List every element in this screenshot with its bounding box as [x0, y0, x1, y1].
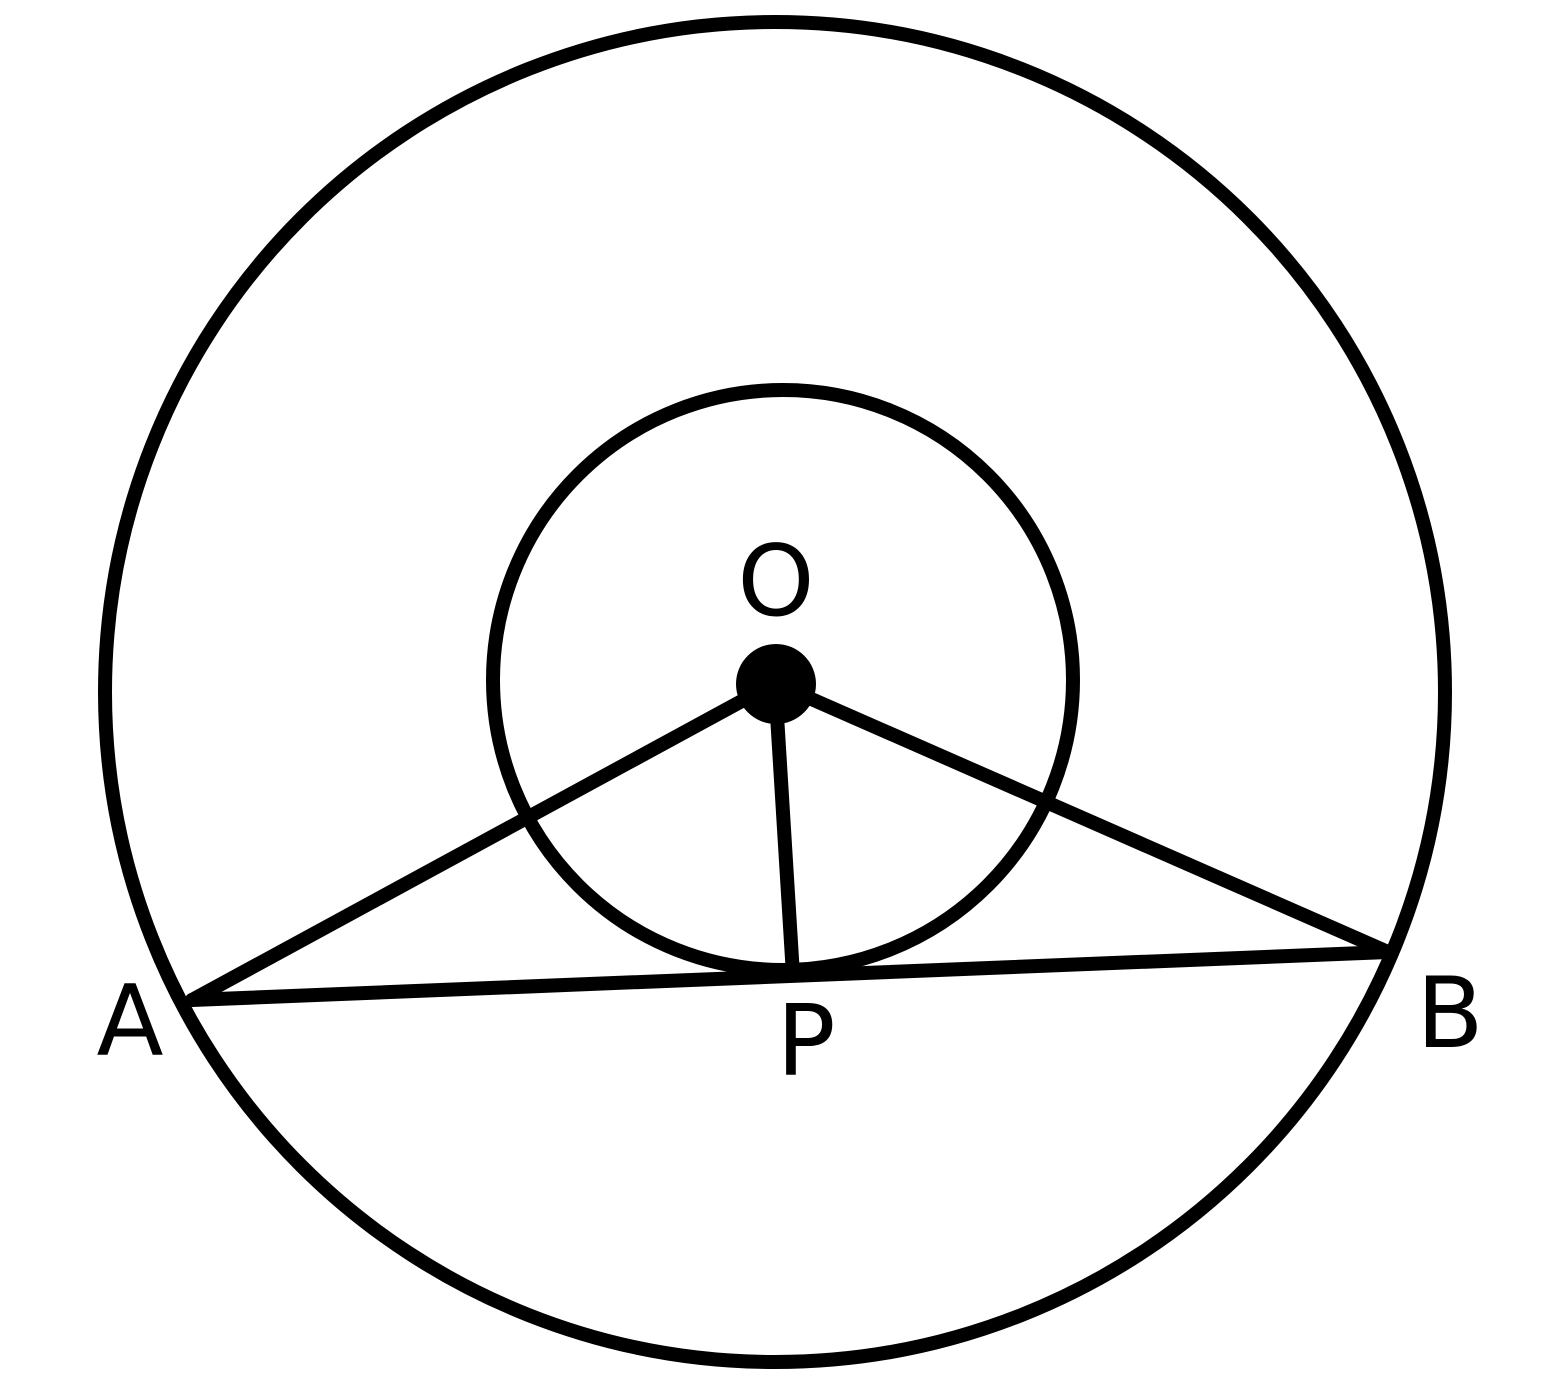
- center-point-o: [736, 644, 816, 724]
- label-o: O: [737, 525, 814, 639]
- outer-circle: [98, 15, 1452, 1369]
- segment-ob: [768, 676, 1395, 959]
- segment-op: [768, 676, 800, 982]
- label-p: P: [776, 985, 835, 1099]
- label-a: A: [96, 965, 163, 1079]
- label-b: B: [1416, 957, 1483, 1071]
- segment-oa: [185, 676, 782, 1007]
